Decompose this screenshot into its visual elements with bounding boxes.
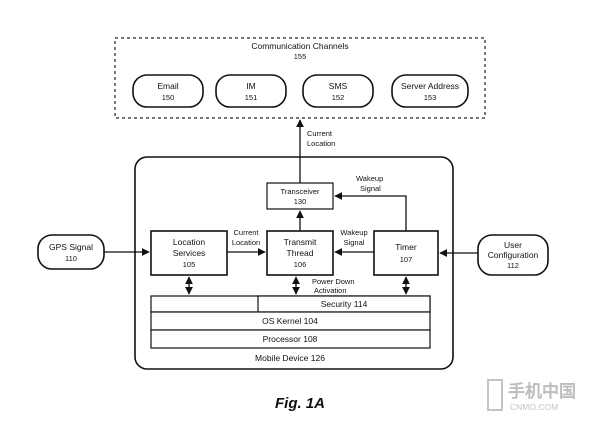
channel-server-address-name: Server Address — [401, 81, 459, 91]
timer-box — [373, 230, 439, 276]
arrow-timer-to-transceiver — [334, 192, 407, 231]
channel-email-number: 150 — [162, 93, 175, 102]
channel-server-address-number: 153 — [424, 93, 437, 102]
channel-server-address-box — [391, 74, 469, 108]
watermark-phone-icon — [487, 379, 503, 411]
communication-channels-number: 155 — [294, 52, 307, 61]
gps-signal-number: 110 — [65, 254, 77, 263]
user-configuration-line2: Configuration — [488, 250, 539, 260]
watermark-text: 手机中国 — [508, 381, 576, 401]
edge-label-current-location-mid-2: Location — [232, 238, 260, 247]
location-services-block: Location Services 105 — [150, 230, 228, 276]
channel-sms: SMS 152 — [302, 74, 374, 108]
location-services-number: 105 — [183, 260, 196, 269]
channel-im: IM 151 — [215, 74, 287, 108]
mobile-device-label: Mobile Device 126 — [255, 353, 325, 363]
user-configuration-number: 112 — [507, 261, 519, 270]
edge-label-wakeup-signal-top-2: Signal — [360, 184, 381, 193]
user-configuration-block: User Configuration 112 — [477, 234, 549, 276]
edge-label-power-down-2: Activation — [314, 286, 347, 295]
transmit-thread-box — [266, 230, 334, 276]
watermark: 手机中国 CNMO.COM — [487, 379, 576, 412]
processor-label: Processor 108 — [263, 334, 318, 344]
transmit-thread-line1: Transmit — [284, 237, 317, 247]
communication-channels-group: Communication Channels 155 Email 150 IM … — [114, 37, 486, 119]
transceiver-name: Transceiver — [281, 187, 320, 196]
channel-sms-box — [302, 74, 374, 108]
os-kernel-label: OS Kernel 104 — [262, 316, 318, 326]
channel-server-address: Server Address 153 — [391, 74, 469, 108]
edge-labels: Current Location Current Location Wakeup… — [232, 129, 383, 295]
channel-im-box — [215, 74, 287, 108]
watermark-url: CNMO.COM — [510, 402, 558, 412]
transmit-thread-block: Transmit Thread 106 — [266, 230, 334, 276]
timer-name: Timer — [395, 242, 417, 252]
transceiver-block: Transceiver 130 — [266, 182, 334, 210]
transmit-thread-line2: Thread — [287, 248, 314, 258]
communication-channels-container — [114, 37, 486, 119]
location-services-line1: Location — [173, 237, 205, 247]
channel-im-name: IM — [246, 81, 255, 91]
timer-number: 107 — [400, 255, 413, 264]
gps-signal-box — [37, 234, 105, 270]
transceiver-number: 130 — [294, 197, 307, 206]
gps-signal-name: GPS Signal — [49, 242, 93, 252]
processor-layer — [150, 329, 431, 349]
channel-email-box — [132, 74, 204, 108]
edge-label-wakeup-signal-mid-1: Wakeup — [340, 228, 367, 237]
edge-label-current-location-top-2: Location — [307, 139, 335, 148]
user-configuration-line1: User — [504, 240, 522, 250]
channel-im-number: 151 — [245, 93, 258, 102]
system-stack: Security 114 OS Kernel 104 Processor 108… — [150, 295, 431, 363]
security-label: Security 114 — [321, 299, 368, 309]
channel-sms-name: SMS — [329, 81, 348, 91]
edge-label-current-location-mid-1: Current — [233, 228, 259, 237]
channel-email: Email 150 — [132, 74, 204, 108]
transmit-thread-number: 106 — [294, 260, 307, 269]
communication-channels-title: Communication Channels — [251, 41, 348, 51]
channel-email-name: Email — [157, 81, 178, 91]
gps-signal-block: GPS Signal 110 — [37, 234, 105, 270]
transceiver-box — [266, 182, 334, 210]
timer-block: Timer 107 — [373, 230, 439, 276]
connectors — [104, 119, 478, 295]
figure-caption: Fig. 1A — [275, 395, 325, 412]
channel-sms-number: 152 — [332, 93, 345, 102]
edge-label-current-location-top-1: Current — [307, 129, 333, 138]
edge-label-power-down-1: Power Down — [312, 277, 355, 286]
location-services-box — [150, 230, 228, 276]
location-services-line2: Services — [173, 248, 206, 258]
user-configuration-box — [477, 234, 549, 276]
edge-label-wakeup-signal-mid-2: Signal — [344, 238, 365, 247]
edge-label-wakeup-signal-top-1: Wakeup — [356, 174, 383, 183]
